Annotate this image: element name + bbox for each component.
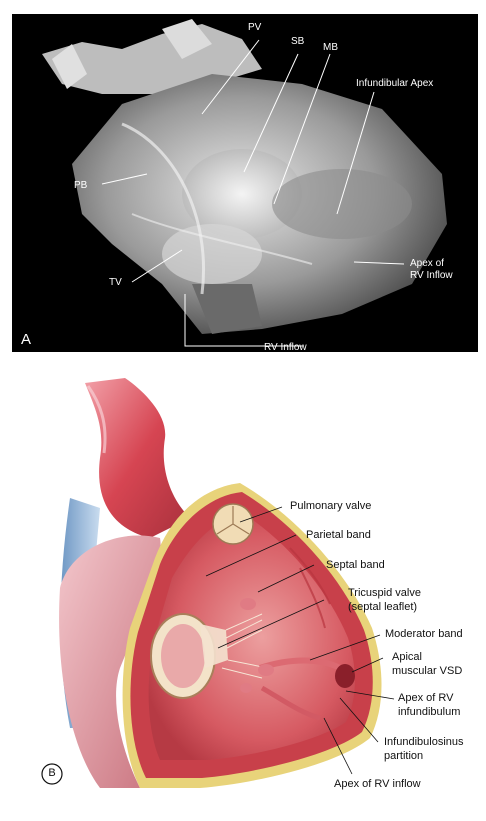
label-apex-rv-inflow-a-line1: Apex of (410, 258, 444, 269)
label-moderator-band: Moderator band (385, 628, 463, 640)
label-infundibulosinus-line2: partition (384, 750, 424, 762)
panel-b-illustration: Pulmonary valve Parietal band Septal ban… (0, 368, 486, 821)
label-apex-rv-inflow-b: Apex of RV inflow (334, 778, 421, 790)
label-tricuspid-valve-line1: Tricuspid valve (348, 587, 421, 599)
panel-b-letter: B (48, 767, 56, 779)
label-apical-vsd-line1: Apical (392, 651, 422, 663)
label-infundibular-apex: Infundibular Apex (356, 78, 434, 89)
label-pb: PB (74, 180, 88, 191)
panel-a-letter: A (21, 331, 32, 348)
panel-a-photograph: PV SB MB Infundibular Apex PB TV Apex of… (12, 14, 478, 352)
label-infundibulosinus-line1: Infundibulosinus (384, 736, 464, 748)
label-apex-rv-infundibulum-line2: infundibulum (398, 706, 461, 718)
label-parietal-band: Parietal band (306, 529, 371, 541)
heart-illustration (41, 378, 395, 788)
label-sb: SB (291, 36, 305, 47)
label-pulmonary-valve: Pulmonary valve (290, 500, 372, 512)
dissected-heart-photo (42, 19, 447, 347)
label-tv: TV (109, 277, 122, 288)
label-tricuspid-valve-line2: (septal leaflet) (348, 601, 418, 613)
label-septal-band: Septal band (326, 559, 385, 571)
label-rv-inflow: RV Inflow (264, 342, 307, 352)
label-apex-rv-infundibulum-line1: Apex of RV (398, 692, 454, 704)
label-apex-rv-inflow-a-line2: RV Inflow (410, 270, 453, 281)
label-mb: MB (323, 42, 338, 53)
label-pv: PV (248, 22, 262, 33)
label-apical-vsd-line2: muscular VSD (392, 665, 463, 677)
